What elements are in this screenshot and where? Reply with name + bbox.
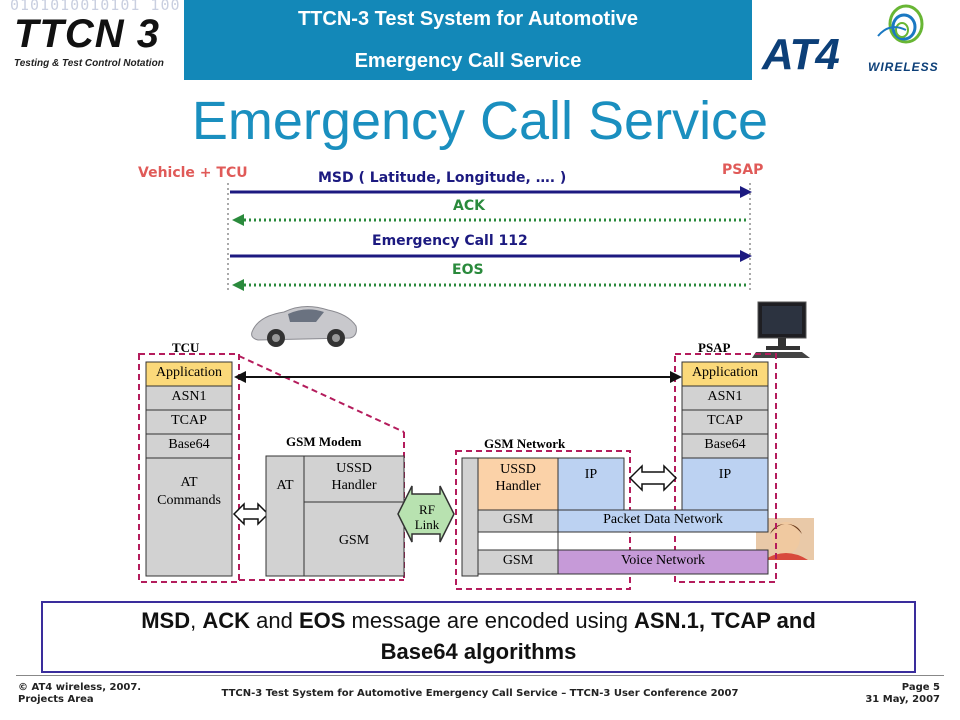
network-ip-block [557,457,625,511]
network-gsm1-label: GSM [502,512,534,527]
rf-link-arrow [397,485,455,543]
brand-subtext: WIRELESS [868,60,939,74]
right-actor-label: PSAP [722,162,764,178]
tcu-layer-asn1 [145,385,233,411]
network-left-strip [461,457,479,577]
tcu-application-label: Application [155,365,223,380]
logo-binary-text: 0101010010101 1001100101011 [10,0,182,14]
network-gsm2-label: GSM [502,553,534,568]
summary-encodings: ASN.1, TCAP and [634,608,816,633]
summary-line1: MSD, ACK and EOS message are encoded usi… [141,608,816,633]
zoom-line-top [238,355,405,433]
tcu-tcap-label: TCAP [171,413,207,428]
ack-message-label: ACK [453,198,485,214]
psap-asn1-label: ASN1 [707,389,743,404]
footer-center-text: TTCN-3 Test System for Automotive Emerge… [221,688,739,699]
modem-ussd-label: USSD Handler [331,461,377,493]
eos-arrow [232,279,748,291]
computer-image [752,301,810,358]
psap-tcap-label: TCAP [707,413,743,428]
tcu-layer-base64 [145,433,233,459]
header-title-bar: TTCN-3 Test System for Automotive Emerge… [184,0,752,80]
emergency-call-label: Emergency Call 112 [372,233,528,249]
tcu-boundary [138,353,240,583]
psap-layer-base64 [681,433,769,459]
summary-ack: ACK [202,608,250,633]
modem-at-label: AT [276,478,294,493]
tcu-title: TCU [172,340,200,355]
msd-message-label: MSD ( Latitude, Longitude, …. ) [318,170,567,186]
summary-box: MSD, ACK and EOS message are encoded usi… [41,601,916,673]
car-image [251,306,357,347]
psap-base64-label: Base64 [704,437,746,452]
network-ussd-label: USSD Handler [495,462,541,494]
eos-message-label: EOS [452,262,484,278]
psap-layer-asn1 [681,385,769,411]
modem-at-block [265,455,305,577]
network-ip-label: IP [584,467,598,482]
ack-arrow [232,214,748,226]
psap-application-label: Application [691,365,759,380]
at4-wireless-logo [760,0,950,80]
tcu-asn1-label: ASN1 [171,389,207,404]
ttcn3-logo: 0101010010101 1001100101011 TTCN 3 Testi… [0,0,182,80]
tcu-at-commands-label: AT Commands [157,475,221,508]
footer-copyright: © AT4 wireless, 2007. [18,682,142,693]
psap-title: PSAP [698,340,731,355]
psap-boundary [674,353,777,583]
emergency-call-arrow [230,250,752,262]
swirl-icon [877,4,924,44]
modem-gsm-block [303,501,405,577]
footer-page: Page 5 [901,682,940,693]
psap-layer-ip [681,457,769,511]
tcu-layer-tcap [145,409,233,435]
voice-network-label: Voice Network [620,553,706,568]
modem-ussd-block [303,455,405,503]
header-title-line2: Emergency Call Service [354,50,582,72]
footer-date: 31 May, 2007 [865,694,940,705]
footer-area: Projects Area [18,694,94,705]
voice-network-block [557,549,769,575]
psap-layer-application [681,361,769,387]
msd-arrow [230,186,752,198]
rf-link-label: RF Link [414,502,440,532]
gsm-network-title: GSM Network [484,436,566,451]
tcu-base64-label: Base64 [168,437,210,452]
page-title: Emergency Call Service [191,91,769,151]
summary-msd: MSD [141,608,191,633]
gsm-modem-title: GSM Modem [286,434,362,449]
left-actor-label: Vehicle + TCU [138,165,248,181]
psap-ip-label: IP [718,467,732,482]
summary-line2: Base64 algorithms [380,639,577,664]
network-gsm2-block [477,549,559,575]
tcu-layer-at-commands [145,457,233,577]
packet-data-network-label: Packet Data Network [603,512,723,527]
modem-gsm-label: GSM [338,533,370,548]
header-title-line1: TTCN-3 Test System for Automotive [297,8,639,30]
logo-subtitle: Testing & Test Control Notation [14,58,164,69]
brand-text: AT4 [762,30,840,79]
logo-text: TTCN 3 [14,12,160,56]
packet-data-network-block [557,509,769,533]
summary-eos: EOS [298,608,346,633]
footer-divider [16,675,944,676]
network-psap-double-arrow [628,464,678,492]
network-spacer-block [477,531,559,551]
psap-layer-tcap [681,409,769,435]
